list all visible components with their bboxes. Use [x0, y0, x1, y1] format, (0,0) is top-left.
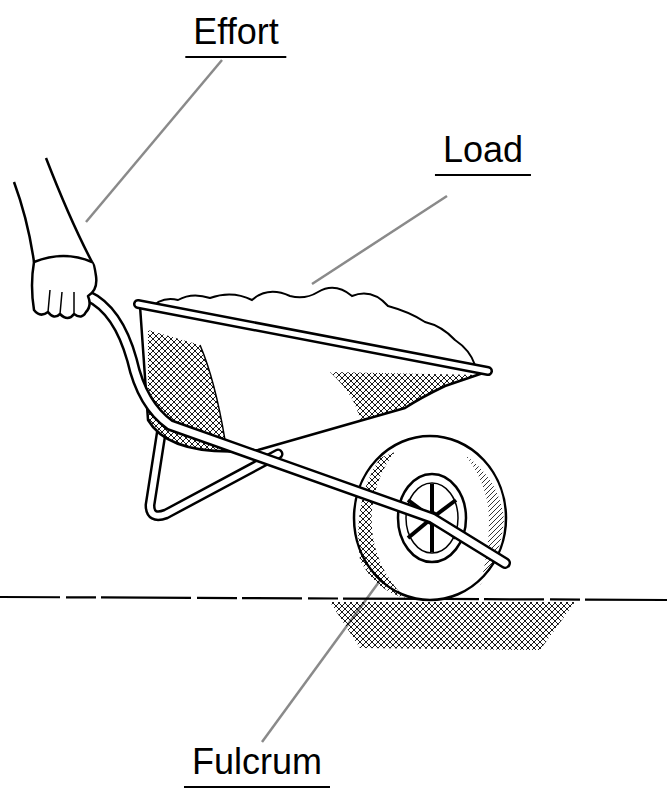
- wheelbarrow-handle: [88, 296, 505, 563]
- part-label: Effort: [185, 12, 286, 58]
- ground: [0, 597, 667, 650]
- part-label: Fulcrum: [184, 742, 330, 788]
- part-label: Load: [435, 130, 531, 176]
- hand: [14, 158, 96, 318]
